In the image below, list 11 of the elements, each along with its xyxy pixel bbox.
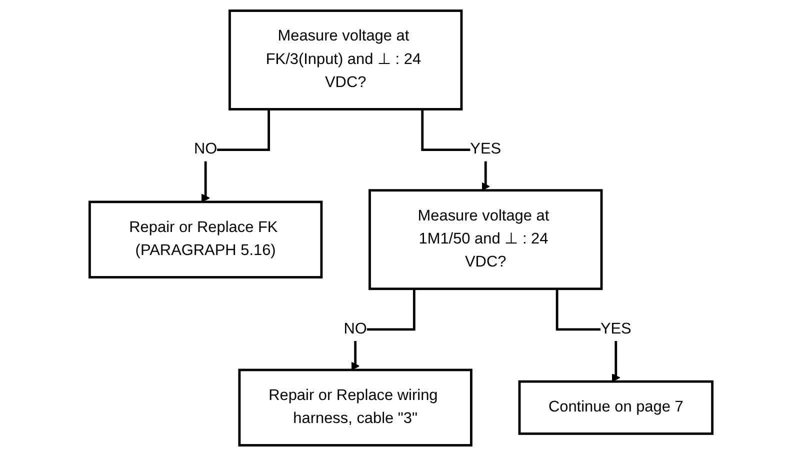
edge-label: YES (600, 320, 632, 338)
node-box: Continue on page 7 (518, 380, 714, 435)
edge-label: NO (194, 141, 218, 158)
node-box: Repair or Replace FK (PARAGRAPH 5.16) (88, 200, 323, 278)
node-box: Measure voltage at 1M1/50 and ⊥ : 24 VDC? (368, 189, 603, 290)
node-box: Repair or Replace wiring harness, cable "3" (238, 368, 472, 446)
arrow (351, 288, 416, 370)
edge-label: YES (470, 141, 502, 158)
arrow (201, 109, 270, 202)
node-box: Measure voltage at FK/3(Input) and ⊥ : 24 VDC? (228, 10, 463, 110)
edge-label: NO (344, 320, 367, 338)
